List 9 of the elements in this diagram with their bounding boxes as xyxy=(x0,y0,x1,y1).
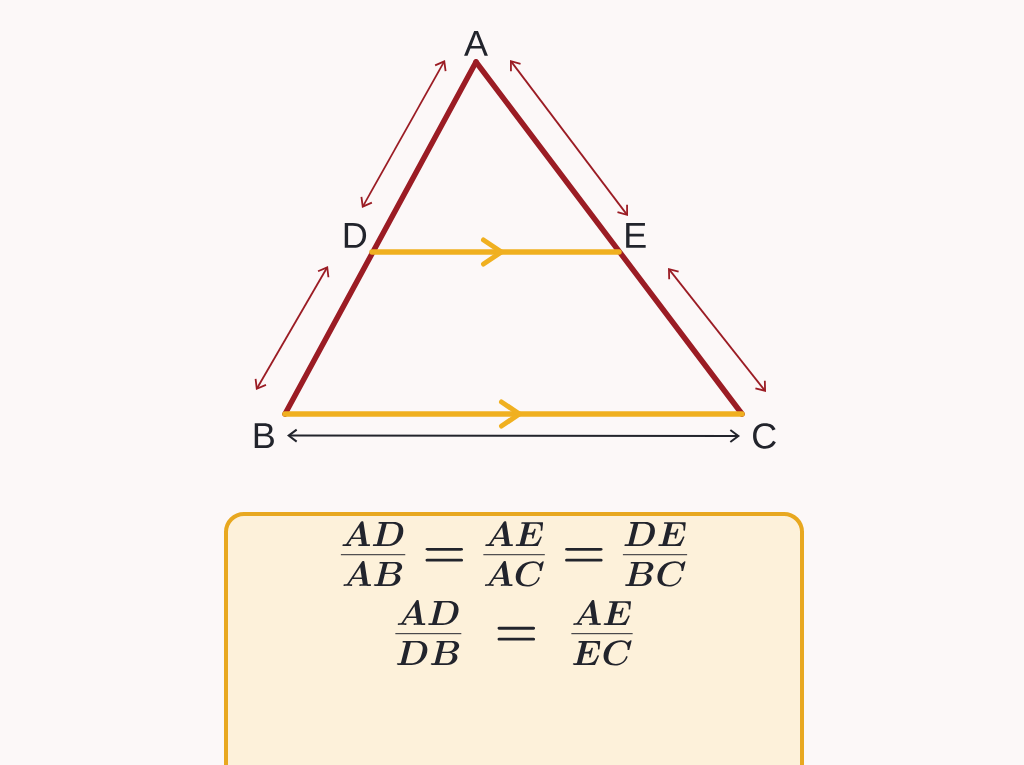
vertex-label: C xyxy=(753,423,776,449)
line-segment xyxy=(287,428,740,443)
vertex-label: B xyxy=(254,423,274,448)
vertex-label: A xyxy=(464,31,488,56)
formula-box: $\frac{AD}{AB} = \frac{AE}{AC} = \frac{DE}{BC}$ $\frac{AD}{DB} \;=\; \frac{AE}{EC}$ xyxy=(224,512,804,765)
vertex-label: D xyxy=(344,223,367,248)
line-segment xyxy=(369,237,622,267)
vertex-label: E xyxy=(626,223,646,248)
line-segment xyxy=(282,399,745,429)
